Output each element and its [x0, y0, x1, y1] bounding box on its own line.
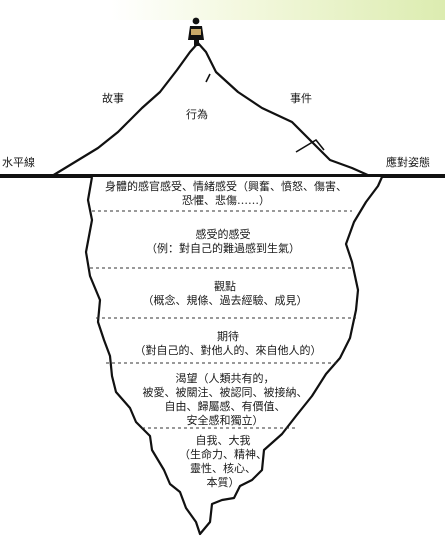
- layer-expectations-line2: （對自己的、對他人的、來自他人的）: [134, 344, 322, 357]
- layer-yearnings-line3: 自由、歸屬感、有價值、: [164, 400, 286, 413]
- iceberg-tip-detail: [205, 73, 325, 153]
- story-label: 故事: [102, 92, 124, 105]
- iceberg-tip-outline: [51, 41, 371, 178]
- layer-yearnings-line2: 被愛、被關注、被認同、被接納、: [142, 386, 308, 399]
- coping-stance-label: 應對姿態: [386, 156, 430, 169]
- waterline-label: 水平線: [2, 156, 35, 169]
- layer-perceptions-line2: （概念、規條、過去經驗、成見）: [142, 294, 308, 307]
- layer-sensations: 身體的感官感受、情緒感受（興奮、憤怒、傷害、 恐懼、悲傷……）: [104, 180, 348, 208]
- event-label: 事件: [290, 92, 312, 105]
- behavior-label: 行為: [186, 108, 208, 121]
- layer-feelings-line1: 感受的感受: [195, 228, 251, 241]
- layer-expectations: 期待 （對自己的、對他人的、來自他人的）: [106, 330, 350, 358]
- iceberg-body-outline: [84, 176, 384, 536]
- layer-dividers: [90, 210, 356, 429]
- layer-self-line1: 自我、大我: [195, 434, 251, 447]
- layer-sensations-line1: 身體的感官感受、情緒感受（興奮、憤怒、傷害、: [105, 180, 347, 193]
- layer-yearnings-line4: 安全感和獨立）: [186, 414, 264, 427]
- header-gradient-band: [0, 0, 445, 20]
- layer-sensations-line2: 恐懼、悲傷……）: [182, 194, 270, 207]
- layer-perceptions: 觀點 （概念、規條、過去經驗、成見）: [100, 280, 350, 308]
- layer-yearnings-line1: 渴望（人類共有的，: [175, 372, 275, 385]
- layer-self-line3: 靈性、核心、: [190, 462, 256, 475]
- layer-perceptions-line1: 觀點: [214, 280, 236, 293]
- layer-feelings-about-feelings: 感受的感受 （例：對自己的難過感到生氣）: [100, 228, 346, 256]
- person-on-peak: [188, 17, 204, 46]
- layer-expectations-line1: 期待: [217, 330, 239, 343]
- layer-self-line2: （生命力、精神、: [179, 448, 267, 461]
- layer-feelings-line2: （例：對自己的難過感到生氣）: [146, 242, 300, 255]
- layer-self: 自我、大我 （生命力、精神、 靈性、核心、 本質）: [150, 434, 296, 490]
- layer-self-line4: 本質）: [206, 476, 240, 489]
- layer-yearnings: 渴望（人類共有的， 被愛、被關注、被認同、被接納、 自由、歸屬感、有價值、 安全…: [112, 372, 338, 428]
